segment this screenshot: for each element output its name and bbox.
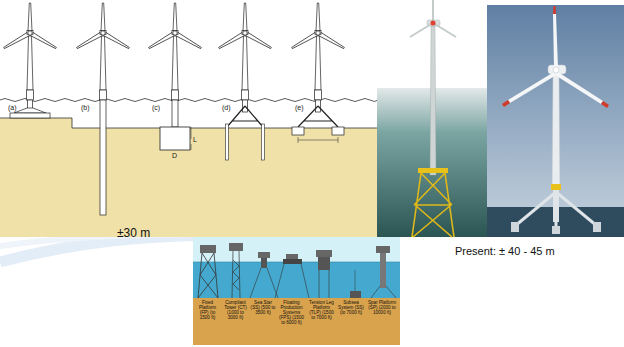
platform-inset-part (275, 264, 309, 298)
foundation-drawing-part (315, 36, 321, 90)
jacket-render-part (412, 173, 454, 237)
tripod-render-part (508, 72, 558, 103)
platform-inset (193, 237, 400, 345)
dimension-label: D (172, 152, 177, 160)
foundation-drawing-part (218, 3, 272, 50)
platform-inset-part (258, 252, 270, 258)
platform-label: Tension Leg Platform (TLP) (1500 to 7000… (307, 300, 336, 320)
foundation-drawing-part (27, 90, 34, 100)
foundation-drawing-part (3, 3, 57, 50)
platform-label: Spar Platform (SP) (2000 to 10000 ft) (366, 300, 398, 315)
foundation-drawing-part (242, 90, 249, 100)
foundation-drawing (0, 3, 378, 237)
tripod-render-part (553, 14, 558, 68)
foundation-drawing-part (100, 36, 106, 90)
tripod-render-part (552, 226, 560, 234)
platform-inset-part (350, 291, 361, 298)
figure-letter: (c) (152, 104, 160, 112)
foundation-drawing-part (298, 137, 338, 143)
tripod-render-part (551, 184, 561, 190)
tripod-render-part (515, 192, 597, 228)
foundation-drawing-part (172, 36, 178, 90)
foundation-drawing-part (172, 90, 179, 100)
platform-label: Subsea System (SS) (to 7000 ft) (337, 300, 365, 315)
foundation-drawing-part (242, 36, 248, 90)
figure-letter: (e) (295, 104, 304, 112)
depth-label: Present: ± 40 - 45 m (455, 245, 555, 257)
platform-inset-part (250, 268, 278, 298)
platform-label: Sea Star (SS) (500 to 3500 ft) (250, 300, 276, 315)
platform-inset-part (371, 286, 396, 298)
foundation-drawing-part (332, 127, 344, 135)
foundation-drawing-part (227, 106, 263, 127)
platform-inset-part (198, 253, 218, 298)
foundation-drawing-part (262, 124, 265, 160)
platform-inset-part (232, 251, 240, 298)
foundation-drawing-part (292, 127, 304, 135)
foundation-drawing-part (10, 113, 50, 118)
platform-inset-part (319, 270, 329, 298)
figure-letter: (d) (222, 104, 231, 112)
foundation-drawing-part (27, 36, 33, 90)
platform-inset-part (355, 270, 356, 291)
platform-inset-part (286, 254, 298, 259)
platform-inset-part (193, 262, 400, 298)
foundation-drawing-part (298, 106, 338, 127)
foundation-drawing-part (0, 118, 378, 128)
foundation-drawing-part (191, 127, 192, 150)
platform-inset-part (229, 243, 243, 251)
tripod-render-part (555, 72, 603, 104)
tripod-render-part (593, 222, 601, 232)
jacket-render-part (431, 21, 436, 26)
foundation-drawing-part (14, 108, 46, 113)
dimension-label: L (193, 136, 197, 144)
platform-inset-part (316, 250, 332, 257)
tripod-render-part (487, 5, 624, 237)
tripod-render-part (511, 222, 519, 232)
platform-label: Compliant Tower (CT) (1000 to 3000 ft) (222, 300, 249, 320)
foundation-drawing-part (76, 3, 130, 50)
figure-letter: (a) (8, 104, 17, 112)
foundation-drawing-part (160, 127, 190, 150)
tripod-render-part (553, 67, 559, 73)
foundation-drawing-part (100, 90, 107, 100)
platform-inset-part (318, 257, 330, 270)
platform-inset-part (200, 245, 216, 253)
jacket-render-part (418, 168, 448, 173)
foundation-drawing-part (148, 3, 202, 50)
jacket-render (377, 0, 488, 237)
jacket-render-part (430, 26, 436, 175)
tripod-render-part (553, 6, 556, 14)
platform-inset-part (376, 246, 390, 253)
platform-label: Floating Production Systems (FPS) (1500 … (277, 300, 306, 325)
figure-letter: (b) (81, 104, 90, 112)
depth-label: ±30 m (117, 227, 150, 240)
platform-inset-part (283, 259, 302, 264)
foundation-drawing-part (315, 90, 322, 100)
platform-inset-part (261, 258, 267, 268)
platform-inset-part (380, 253, 386, 288)
tripod-render-part (552, 74, 560, 190)
foundation-drawing-part (100, 100, 106, 215)
tripod-render-part (601, 101, 609, 108)
foundation-drawing-part (0, 118, 378, 237)
platform-inset-part (193, 237, 400, 262)
tripod-render-part (502, 100, 510, 107)
tripod-render (487, 5, 624, 237)
foundation-drawing-part (291, 3, 345, 50)
platform-inset-part (193, 298, 400, 345)
foundation-drawing-part (226, 124, 229, 160)
platform-label: Fixed Platform (FP) (to 1500 ft) (194, 300, 221, 320)
foundation-drawing-part (172, 100, 178, 127)
jacket-render-part (410, 0, 456, 37)
